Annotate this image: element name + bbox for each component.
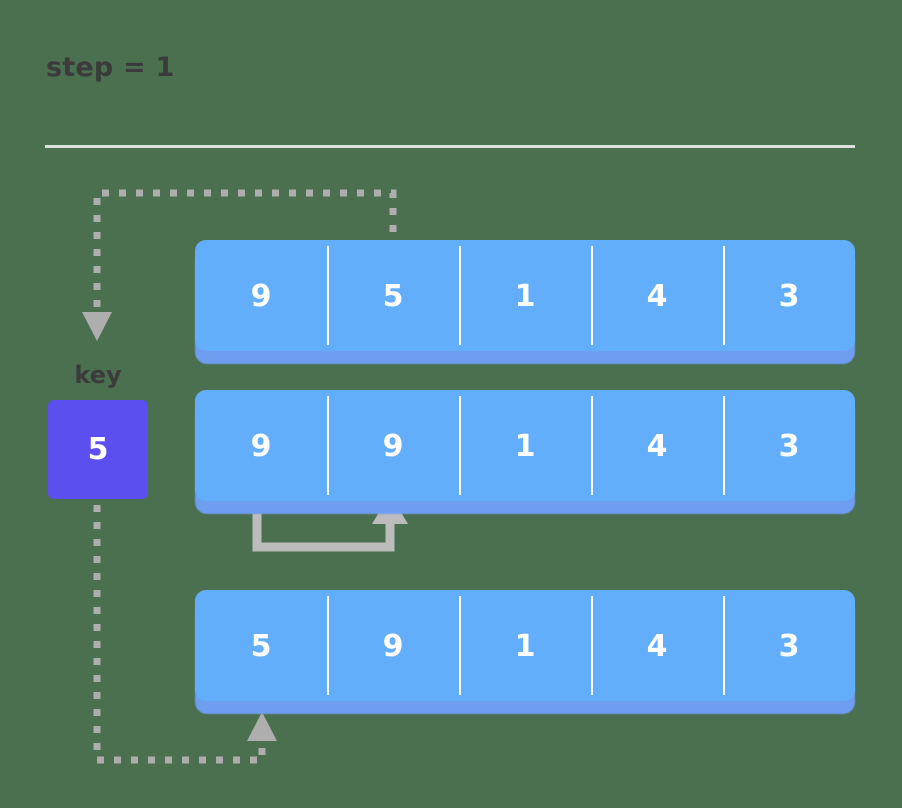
cell-value: 4	[646, 428, 668, 464]
cell-value: 3	[778, 428, 800, 464]
array-cell: 1	[459, 240, 591, 351]
array-cell: 3	[723, 390, 855, 501]
array-cell: 5	[195, 590, 327, 701]
cell-value: 9	[382, 628, 404, 664]
key-box: 5	[48, 400, 148, 499]
cell-value: 9	[250, 428, 272, 464]
cell-value: 9	[250, 278, 272, 314]
array-row-before: 9 5 1 4 3	[195, 240, 855, 364]
array-cell: 4	[591, 390, 723, 501]
array-bar: 9 5 1 4 3	[195, 240, 855, 351]
array-bar: 9 9 1 4 3	[195, 390, 855, 501]
array-row-after: 5 9 1 4 3	[195, 590, 855, 714]
cell-value: 1	[514, 278, 536, 314]
array-row-shifted: 9 9 1 4 3	[195, 390, 855, 514]
array-cell: 5	[327, 240, 459, 351]
array-cell: 9	[327, 590, 459, 701]
array-cell: 9	[327, 390, 459, 501]
array-bar: 5 9 1 4 3	[195, 590, 855, 701]
array-cell: 4	[591, 240, 723, 351]
array-cell: 9	[195, 390, 327, 501]
key-value: 5	[87, 431, 109, 467]
cell-value: 4	[646, 278, 668, 314]
cell-value: 5	[250, 628, 272, 664]
cell-value: 3	[778, 628, 800, 664]
array-cell: 4	[591, 590, 723, 701]
array-cell: 3	[723, 590, 855, 701]
cell-value: 1	[514, 428, 536, 464]
cell-value: 9	[382, 428, 404, 464]
cell-value: 3	[778, 278, 800, 314]
array-cell: 9	[195, 240, 327, 351]
array-cell: 1	[459, 390, 591, 501]
key-label: key	[74, 361, 122, 389]
cell-value: 1	[514, 628, 536, 664]
array-cell: 3	[723, 240, 855, 351]
step-title: step = 1	[46, 52, 175, 83]
cell-value: 4	[646, 628, 668, 664]
cell-value: 5	[382, 278, 404, 314]
array-cell: 1	[459, 590, 591, 701]
header-divider	[45, 145, 855, 148]
